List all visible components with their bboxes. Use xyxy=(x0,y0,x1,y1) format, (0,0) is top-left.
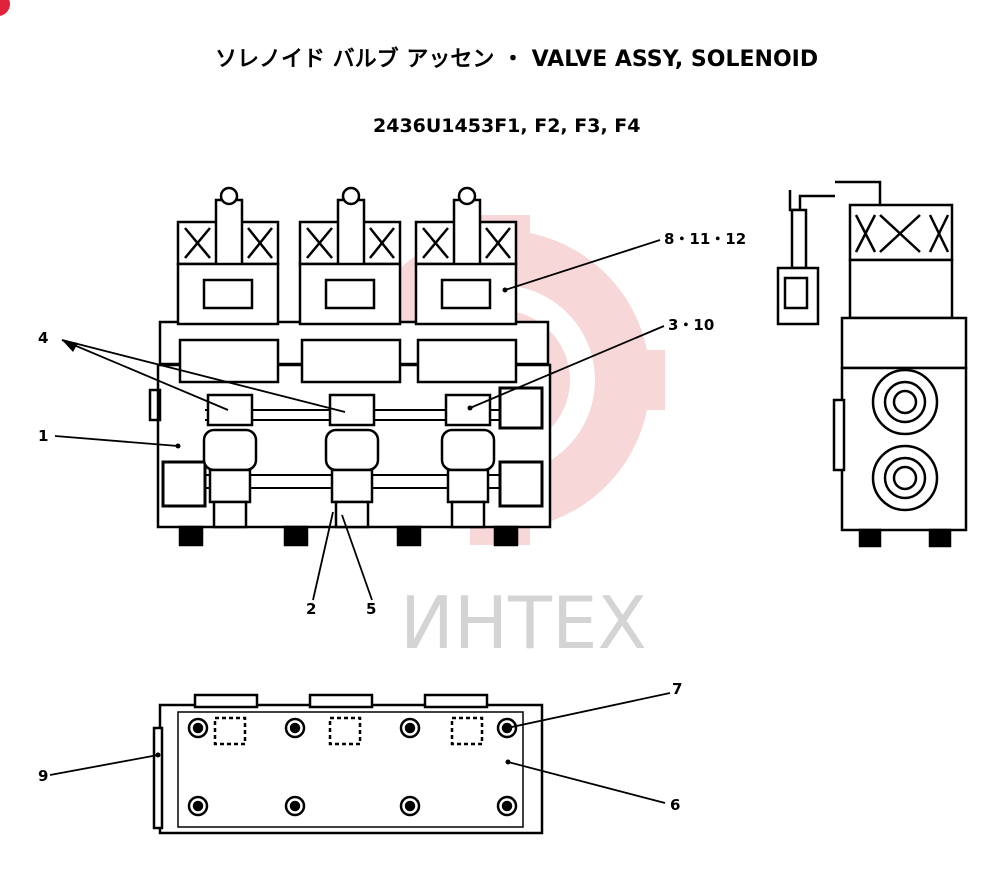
leader-arrowheads xyxy=(62,287,511,765)
callout-9: 9 xyxy=(38,767,48,785)
side-view xyxy=(776,180,968,548)
solenoid-2 xyxy=(298,186,402,529)
callout-1: 1 xyxy=(38,427,48,445)
solenoid-3 xyxy=(414,186,518,529)
callout-6: 6 xyxy=(670,796,680,814)
callout-8-11-12: 8・11・12 xyxy=(664,230,746,248)
callout-5: 5 xyxy=(366,600,376,618)
callout-2: 2 xyxy=(306,600,316,618)
callout-7: 7 xyxy=(672,680,682,698)
callout-3-10: 3・10 xyxy=(668,316,714,334)
watermark-text: ИНТЕХ xyxy=(400,581,647,665)
leader-lines xyxy=(49,239,671,804)
callout-4: 4 xyxy=(38,329,48,347)
part-numbers: 2436U1453F1, F2, F3, F4 xyxy=(373,115,640,137)
solenoid-1 xyxy=(176,186,280,529)
bottom-view xyxy=(152,693,544,835)
drawing-title: ソレノイド バルブ アッセン ・ VALVE ASSY, SOLENOID xyxy=(215,46,818,72)
corner-badge xyxy=(0,0,10,16)
